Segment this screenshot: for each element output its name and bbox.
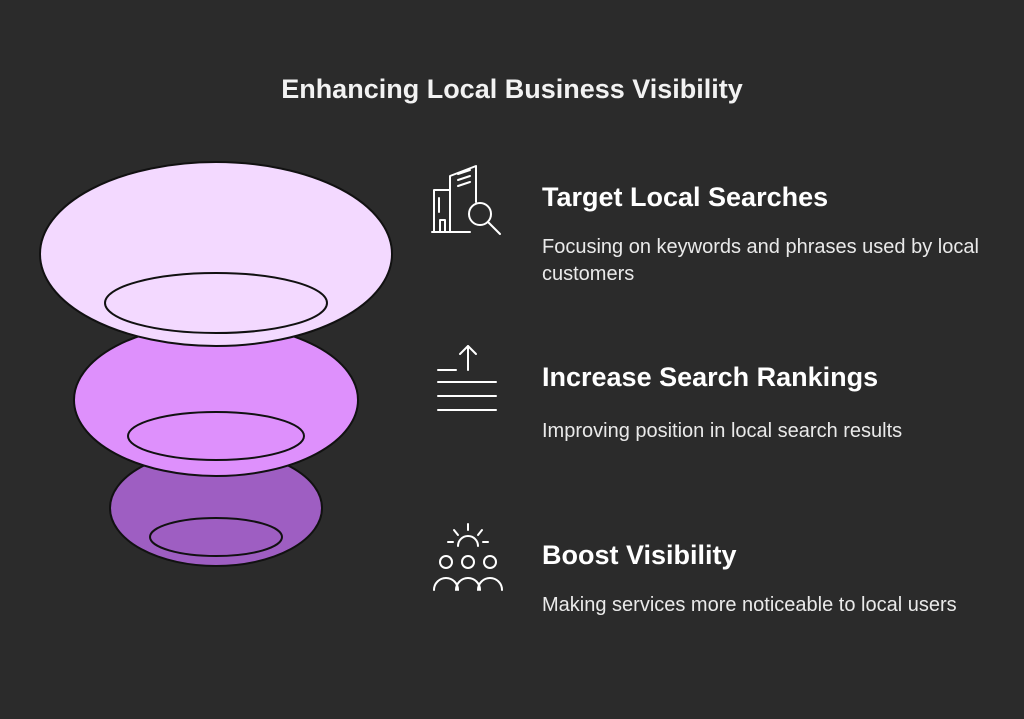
page-title: Enhancing Local Business Visibility (281, 74, 743, 104)
building-search-icon (431, 165, 501, 235)
step-heading: Increase Search Rankings (542, 362, 879, 392)
people-spotlight-icon (433, 523, 503, 591)
step-heading: Boost Visibility (542, 540, 737, 570)
step-heading: Target Local Searches (542, 182, 829, 212)
arrow-up-lines-icon (437, 345, 497, 411)
funnel-diagram (39, 161, 393, 567)
step-description: Improving position in local search resul… (542, 420, 903, 442)
step-description: Making services more noticeable to local… (542, 594, 957, 616)
step-description: Focusing on keywords and phrases used by… (542, 236, 979, 285)
funnel-tier-1 (39, 161, 393, 347)
